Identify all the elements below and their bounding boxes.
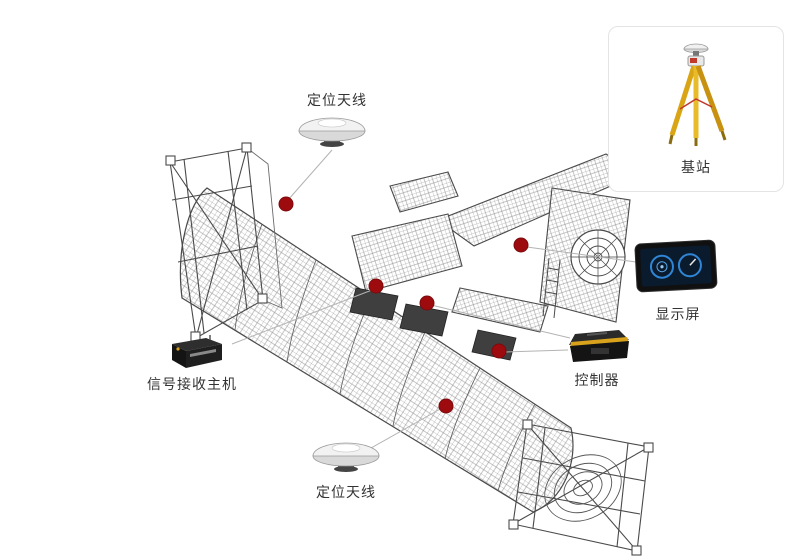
gnss-antenna-icon: [312, 442, 380, 472]
connector-display: [526, 246, 637, 263]
controller-box-icon: [569, 330, 629, 362]
ladder: [542, 257, 561, 319]
connector-antenna-bottom: [363, 407, 443, 453]
connector-controller-a: [430, 304, 571, 339]
connector-antenna-top: [287, 149, 333, 201]
label-antenna-top: 定位天线: [307, 92, 367, 108]
label-antenna-bottom: 定位天线: [316, 484, 376, 500]
base-station-card: 基站: [608, 26, 784, 192]
marker-dot-antenna-bottom: [438, 398, 454, 414]
left-end-frame: [165, 142, 283, 342]
machine-superstructure: [351, 153, 640, 333]
label-base-station: 基站: [681, 159, 711, 175]
mounting-feet: [349, 287, 517, 361]
survey-tripod-icon: [668, 43, 727, 146]
marker-dot-display: [513, 237, 529, 253]
label-controller: 控制器: [574, 372, 620, 388]
right-end-frame: [508, 419, 654, 556]
marker-dot-receiver: [368, 278, 384, 294]
display-screen-icon: [634, 239, 718, 293]
connector-controller-b: [505, 349, 569, 353]
label-display: 显示屏: [655, 306, 701, 322]
receiver-host-icon: [172, 335, 222, 368]
marker-dot-controller-b: [491, 343, 507, 359]
connector-receiver: [231, 289, 373, 345]
marker-dot-antenna-top: [278, 196, 294, 212]
gnss-antenna-icon: [298, 117, 366, 147]
label-receiver: 信号接收主机: [147, 376, 237, 392]
marker-dot-controller-a: [419, 295, 435, 311]
